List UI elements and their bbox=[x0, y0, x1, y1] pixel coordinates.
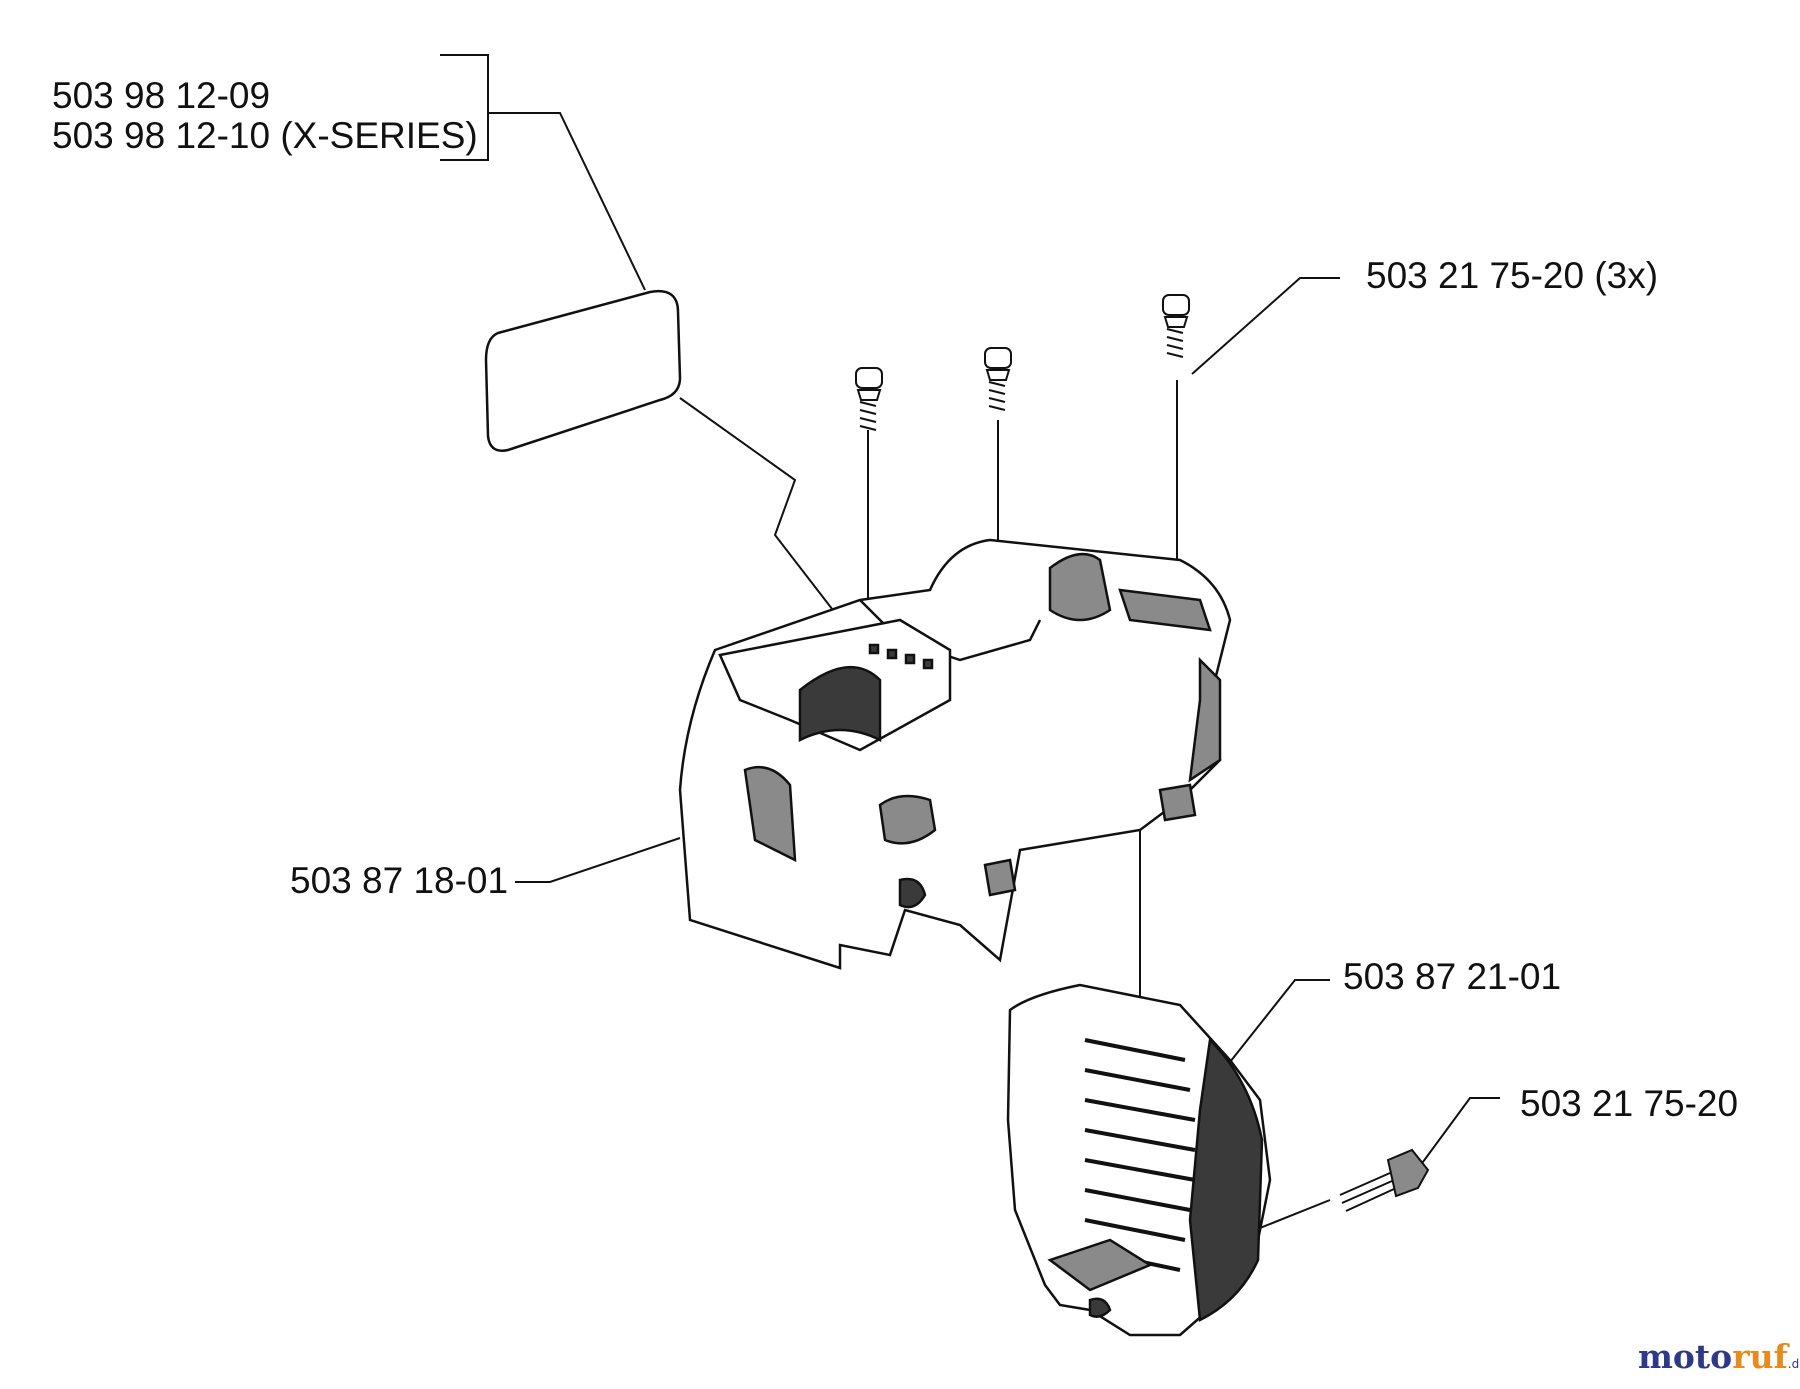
screw-axis-5 bbox=[1254, 1199, 1331, 1231]
bracket-top bbox=[440, 54, 489, 161]
part-label-screws-3x: 503 21 75-20 (3x) bbox=[1366, 255, 1659, 296]
part-label-decal-x-series: 503 98 12-10 (X-SERIES) bbox=[52, 115, 478, 156]
watermark-part-1: moto bbox=[1638, 1337, 1733, 1376]
part-label-cylinder-shroud: 503 87 21-01 bbox=[1343, 956, 1562, 997]
part-label-decal-standard: 503 98 12-09 bbox=[52, 75, 271, 116]
leader-shroud bbox=[1229, 979, 1330, 1063]
screw-3 bbox=[1162, 294, 1190, 358]
leader-cover bbox=[515, 837, 681, 883]
cylinder-cover bbox=[678, 538, 1232, 970]
leader-screw-single bbox=[1419, 1097, 1500, 1167]
part-label-screw-single: 503 21 75-20 bbox=[1520, 1083, 1739, 1124]
cylinder-shroud bbox=[1006, 983, 1272, 1337]
watermark-part-3: .de bbox=[1787, 1357, 1800, 1371]
watermark-part-2: ruf bbox=[1732, 1337, 1788, 1376]
decal-plate bbox=[484, 289, 682, 452]
watermark-logo: motoruf.de bbox=[1638, 1340, 1800, 1373]
leader-screws bbox=[1191, 277, 1340, 375]
screw-1 bbox=[855, 367, 883, 431]
leader-decal bbox=[488, 112, 646, 291]
screw-single bbox=[1339, 1148, 1430, 1212]
part-label-cylinder-cover: 503 87 18-01 bbox=[290, 860, 509, 901]
screw-2 bbox=[984, 347, 1012, 411]
leader-decal-to-cover bbox=[679, 397, 857, 641]
